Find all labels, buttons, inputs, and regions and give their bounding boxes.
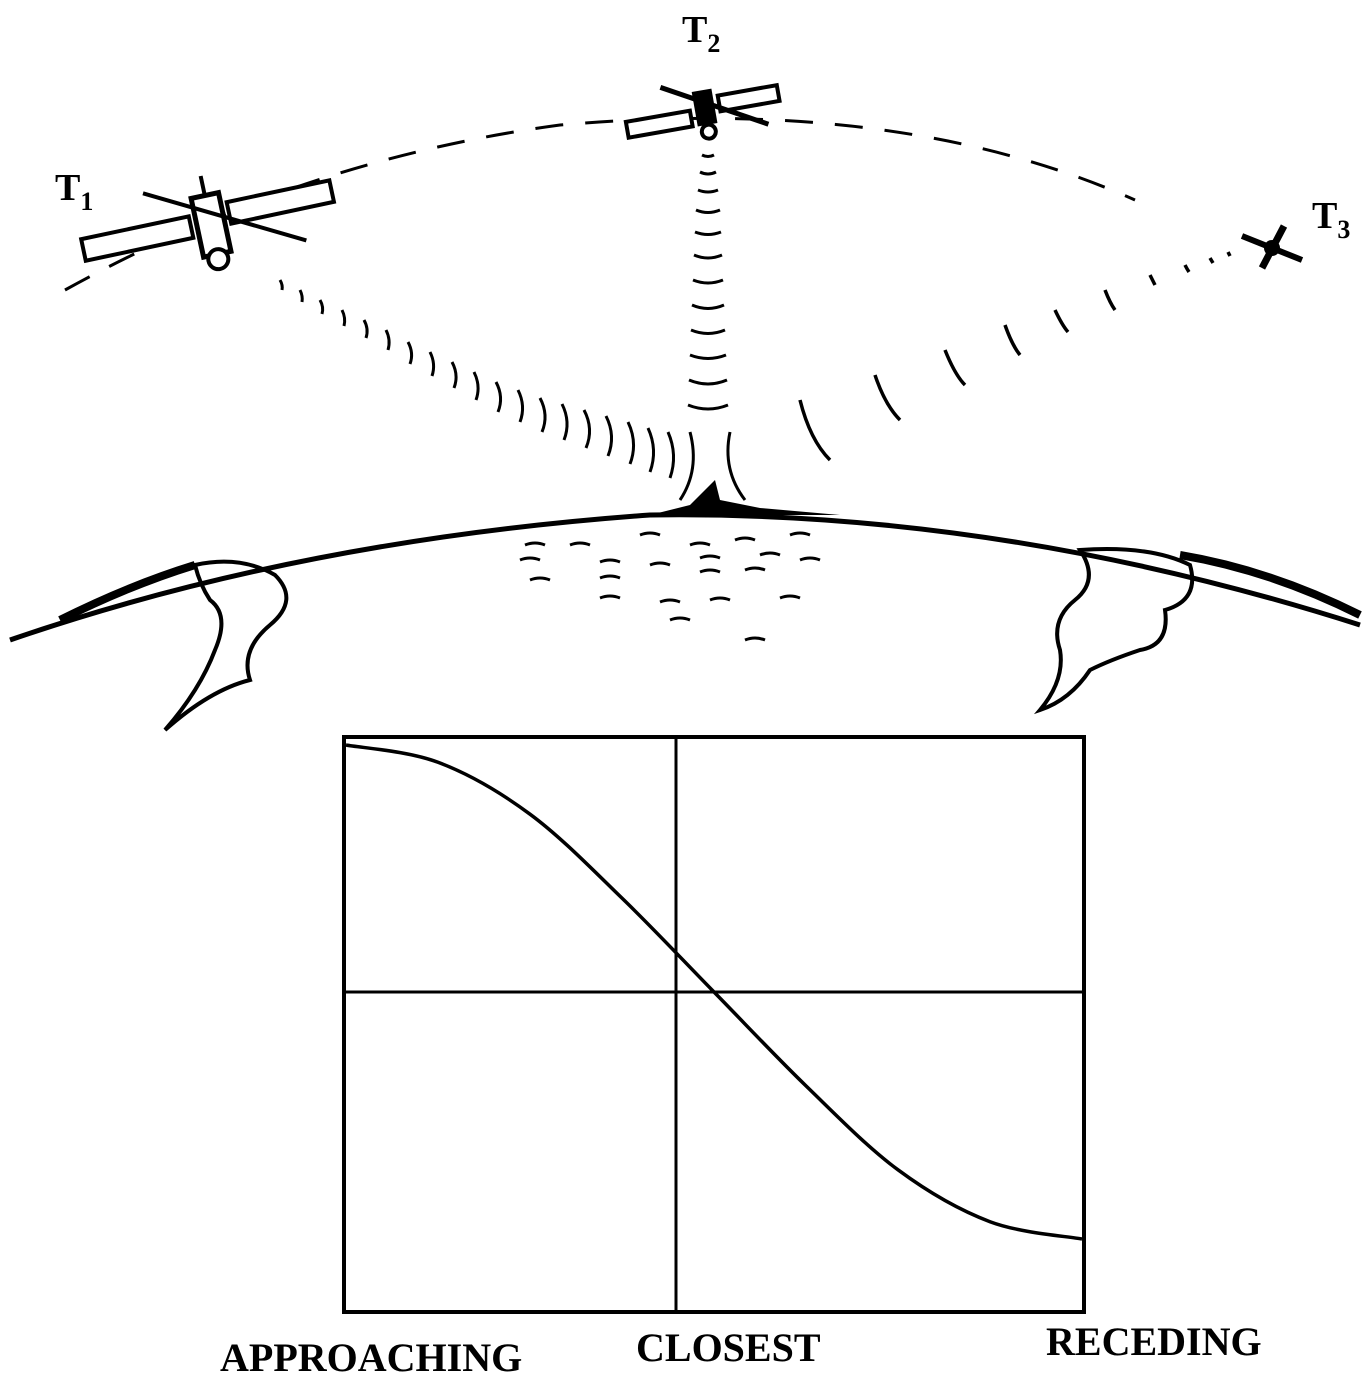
satellite-t2-icon xyxy=(623,82,782,141)
doppler-chart xyxy=(342,735,1086,1314)
earth-horizon xyxy=(9,480,1362,732)
signal-waves-t2 xyxy=(678,153,747,501)
signal-waves-t1 xyxy=(278,279,675,479)
caption-receding: RECEDING xyxy=(1046,1319,1262,1364)
caption-closest: CLOSEST xyxy=(636,1325,821,1370)
left-continent xyxy=(163,559,289,732)
label-t1: T1 xyxy=(55,167,93,216)
satellite-t1-icon xyxy=(78,175,337,272)
ocean-waves xyxy=(519,531,821,642)
caption-approaching: APPROACHING xyxy=(220,1335,523,1380)
chart-frame xyxy=(342,735,1086,1314)
satellite-t3-icon xyxy=(1240,224,1304,270)
ground-station xyxy=(650,480,840,515)
signal-waves-t3 xyxy=(798,251,1232,462)
label-t3: T3 xyxy=(1312,195,1350,244)
label-t2: T2 xyxy=(682,9,720,58)
right-continent xyxy=(1033,547,1195,715)
doppler-curve xyxy=(345,743,1083,1241)
